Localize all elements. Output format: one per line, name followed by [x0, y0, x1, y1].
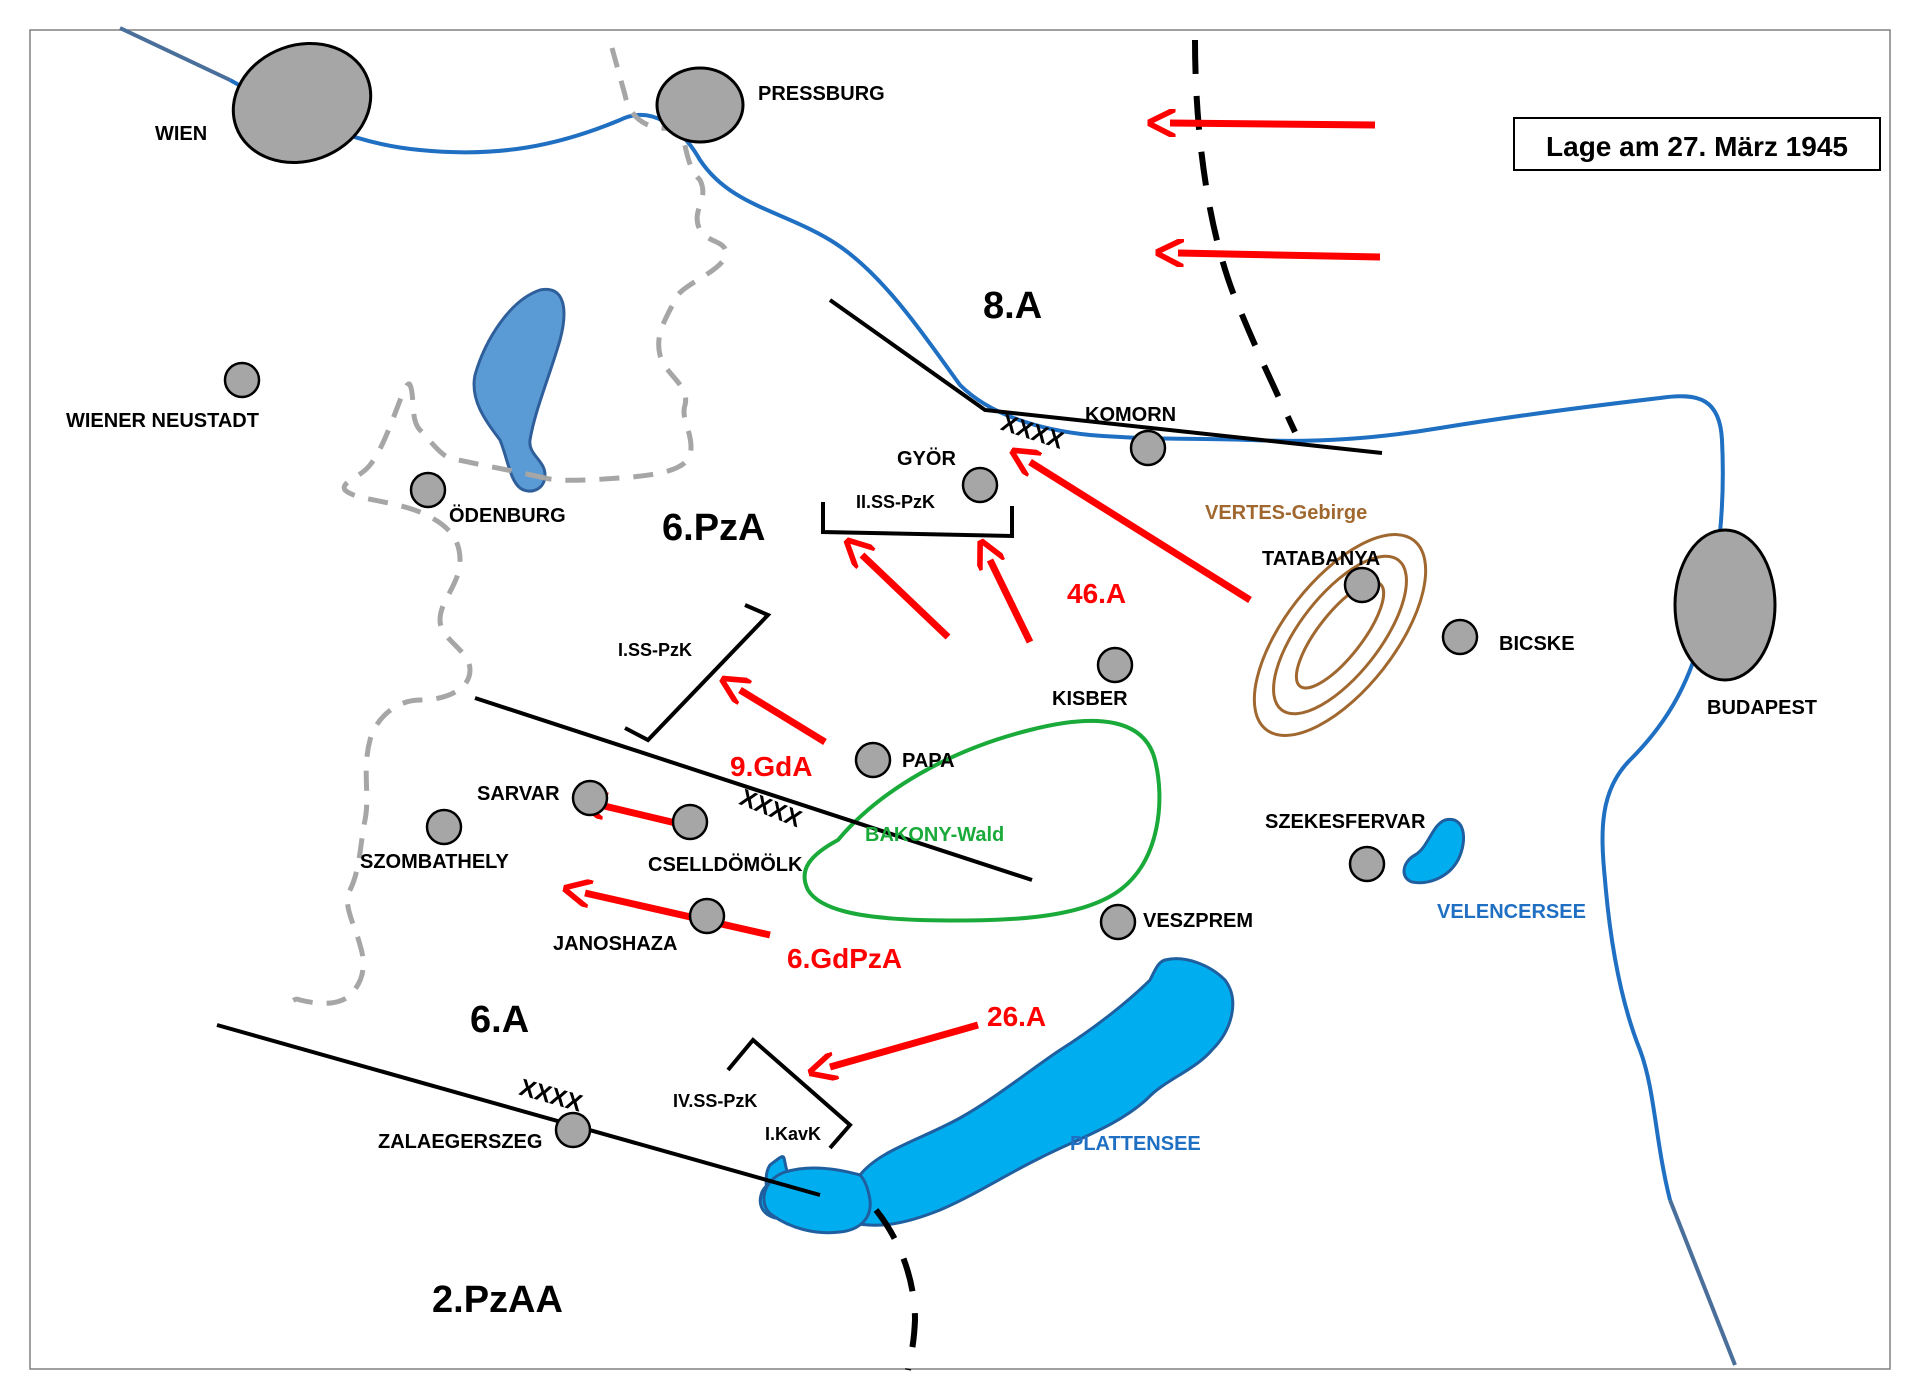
attack-arrow-6gdpza	[585, 893, 771, 939]
label-4-ss-pzk: IV.SS-PzK	[673, 1091, 757, 1111]
danube-river	[229, 78, 1725, 1201]
kisber-dot	[1096, 646, 1134, 684]
label-janoshaza: JANOSHAZA	[553, 933, 677, 955]
attack-arrow-46a	[1030, 462, 1252, 603]
front-line-bracket-4ss	[726, 1037, 853, 1150]
label-9gda: 9.GdA	[730, 751, 812, 782]
label-6pza: 6.PzA	[662, 507, 765, 549]
front-line-bracket-2ss	[821, 502, 1014, 539]
city-dots	[223, 361, 1479, 1149]
city-labels: WIEN PRESSBURG WIENER NEUSTADT ÖDENBURG …	[66, 83, 1817, 1153]
label-46a: 46.A	[1067, 578, 1126, 609]
label-wien: WIEN	[155, 123, 207, 145]
janoshaza-dot	[688, 897, 726, 935]
wiener-neustadt-dot	[223, 361, 261, 399]
label-1-kavk: I.KavK	[765, 1124, 821, 1144]
label-cselldoemoelk: CSELLDÖMÖLK	[648, 853, 803, 876]
label-8a: 8.A	[983, 285, 1042, 327]
velence-lake	[1402, 817, 1466, 885]
front-line-north	[828, 298, 1383, 455]
label-2pzaa: 2.PzAA	[432, 1279, 563, 1321]
label-pressburg: PRESSBURG	[758, 83, 885, 105]
dashed-front-north	[1192, 39, 1298, 434]
gyoer-dot	[961, 466, 999, 504]
label-plattensee: PLATTENSEE	[1070, 1133, 1201, 1155]
pressburg-city	[655, 66, 745, 144]
front-line-south	[216, 1023, 821, 1197]
label-6gdpza: 6.GdPzA	[787, 943, 902, 974]
label-bakony: BAKONY-Wald	[865, 824, 1004, 846]
budapest-city	[1673, 528, 1777, 682]
attack-arrow-26a	[830, 1021, 979, 1067]
front-line-center	[474, 696, 1033, 882]
state-border-north	[544, 47, 729, 483]
label-tatabanya: TATABANYA	[1262, 548, 1380, 570]
label-velencersee: VELENCERSEE	[1437, 901, 1586, 923]
label-oedenburg: ÖDENBURG	[449, 504, 566, 527]
label-26a: 26.A	[987, 1001, 1046, 1032]
title-box	[1513, 117, 1881, 171]
label-veszprem: VESZPREM	[1143, 910, 1253, 932]
bicske-dot	[1441, 618, 1479, 656]
neusiedler-lake	[472, 287, 566, 493]
label-zalaegerszeg: ZALAEGERSZEG	[378, 1131, 542, 1153]
label-papa: PAPA	[902, 750, 955, 772]
label-szombathely: SZOMBATHELY	[360, 851, 510, 873]
label-1-ss-pzk: I.SS-PzK	[618, 640, 692, 660]
label-sarvar: SARVAR	[477, 783, 560, 805]
state-border-west	[288, 381, 546, 1006]
zalaegerszeg-dot	[554, 1111, 592, 1149]
balaton-lake-west	[762, 1166, 872, 1235]
sarvar-dot	[571, 779, 609, 817]
danube-river-upper	[119, 26, 231, 82]
szekesfervar-dot	[1348, 845, 1386, 883]
attack-arrow-gyor-1	[862, 555, 951, 640]
cselldoemoelk-dot	[671, 803, 709, 841]
szombathely-dot	[425, 808, 463, 846]
label-budapest: BUDAPEST	[1707, 697, 1817, 719]
label-6a: 6.A	[470, 999, 529, 1041]
attack-arrow-gyor-2	[990, 560, 1034, 644]
danube-river-lower	[1668, 1199, 1737, 1366]
front-line-bracket-1ss	[624, 603, 772, 743]
komorn-dot	[1129, 429, 1167, 467]
attack-arrows	[585, 123, 1381, 1067]
front-lines	[216, 298, 1383, 1197]
bakony-forest	[802, 718, 1162, 923]
map-title: Lage am 27. März 1945	[1546, 131, 1848, 162]
label-szekesfervar: SZEKESFERVAR	[1265, 811, 1426, 833]
wien-city	[231, 41, 373, 165]
attack-arrow-north-2	[1178, 253, 1381, 257]
label-komorn: KOMORN	[1085, 404, 1176, 426]
veszprem-dot	[1099, 903, 1137, 941]
label-kisber: KISBER	[1052, 688, 1128, 710]
label-2-ss-pzk: II.SS-PzK	[856, 492, 935, 512]
attack-arrow-9gda	[740, 690, 827, 745]
balaton-lake	[758, 957, 1235, 1227]
label-gyoer: GYÖR	[897, 447, 956, 470]
attack-arrow-north-1	[1170, 123, 1376, 125]
label-vertes: VERTES-Gebirge	[1205, 502, 1367, 524]
label-wiener-neustadt: WIENER NEUSTADT	[66, 410, 259, 432]
oedenburg-dot	[409, 471, 447, 509]
tatabanya-dot	[1343, 566, 1381, 604]
dashed-front-south	[873, 1208, 919, 1371]
papa-dot	[854, 741, 892, 779]
label-bicske: BICSKE	[1499, 633, 1575, 655]
